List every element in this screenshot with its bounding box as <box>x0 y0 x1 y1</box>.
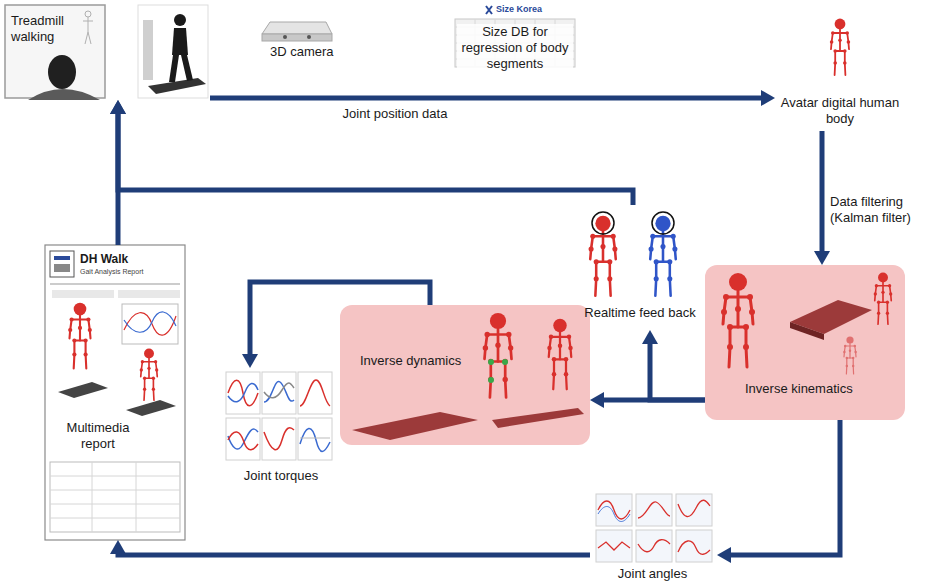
joint-markers <box>488 359 508 383</box>
node-label: Joint angles <box>590 566 715 582</box>
edge-label: Joint position data <box>325 106 465 122</box>
flow-arrow <box>729 420 840 555</box>
report-page <box>45 245 185 540</box>
body-figure <box>721 273 755 367</box>
avatar-node: Avatar digital human body <box>775 15 907 131</box>
logo-mark <box>486 6 492 14</box>
body-figure <box>547 319 573 390</box>
edge-label-text: Data filtering (Kalman filter) <box>830 194 911 225</box>
label-text: Size Korea <box>496 4 542 14</box>
edge-label: Data filtering (Kalman filter) <box>830 194 929 226</box>
treadmill-belt <box>148 78 206 94</box>
treadmill-photo <box>5 5 208 100</box>
report-subheading: Gait Analysis Report <box>80 268 180 276</box>
process-box: Inverse kinematics <box>705 265 905 420</box>
node-label: Multimedia report <box>58 420 138 452</box>
body-figure <box>843 336 857 374</box>
report-node: Multimedia report <box>40 245 190 540</box>
source-label: Size DB for regression of body segments <box>457 24 573 72</box>
person-shoulders <box>28 89 100 100</box>
camera-icon <box>262 22 332 41</box>
walking-photo <box>138 5 208 98</box>
angle-charts <box>596 494 712 562</box>
node-label: Avatar digital human body <box>775 95 905 127</box>
body-figure <box>483 313 514 398</box>
process-box-fill <box>705 265 905 420</box>
label-text: 3D camera <box>270 44 334 59</box>
camera-top <box>262 22 332 34</box>
flow-arrow <box>250 282 430 356</box>
force-plate <box>352 412 478 440</box>
flow-arrow <box>116 112 121 245</box>
label-text: DH Walk <box>80 252 128 266</box>
flow-arrow <box>210 96 763 101</box>
photo-node: Treadmill walking <box>5 5 210 100</box>
node-label: Inverse dynamics <box>360 353 490 369</box>
avatar-figure <box>830 19 850 75</box>
torque-charts <box>226 372 332 460</box>
process-box: Inverse dynamics <box>340 305 590 445</box>
node-label: Treadmill walking <box>11 13 83 45</box>
node-label: Joint torques <box>222 468 340 484</box>
node-label: Realtime feed back <box>570 305 710 321</box>
flow-arrow <box>118 552 590 555</box>
walking-person <box>169 14 193 82</box>
process-box-fill <box>340 305 590 445</box>
chart-node: Joint torques <box>222 368 342 490</box>
chart-node: Joint angles <box>590 490 717 586</box>
person-head <box>48 55 76 89</box>
head-marker <box>652 212 674 234</box>
force-plate-side <box>790 322 824 340</box>
logo-text: Size Korea <box>496 4 556 15</box>
flow-arrow <box>118 112 633 205</box>
label-text: Gait Analysis Report <box>80 268 143 275</box>
flow-arrow <box>820 131 825 253</box>
force-plate <box>492 408 584 428</box>
camera-front <box>262 34 332 41</box>
camera-lens <box>307 35 311 39</box>
logo-ground <box>494 3 554 17</box>
head-marker <box>592 212 614 234</box>
camera-stand <box>143 20 153 80</box>
report-heading: DH Walk <box>80 252 180 266</box>
body-figure <box>874 273 893 325</box>
camera-lens <box>283 35 287 39</box>
device-label: 3D camera <box>270 44 350 60</box>
label-text: Size DB for regression of body segments <box>462 24 569 71</box>
monitor-screen <box>5 5 105 98</box>
monitor-figure <box>83 11 93 44</box>
feedback-node: Realtime feed back <box>570 205 712 330</box>
flow-arrow <box>650 342 705 400</box>
edge-label-text: Joint position data <box>343 106 448 121</box>
node-label: Inverse kinematics <box>745 381 900 397</box>
